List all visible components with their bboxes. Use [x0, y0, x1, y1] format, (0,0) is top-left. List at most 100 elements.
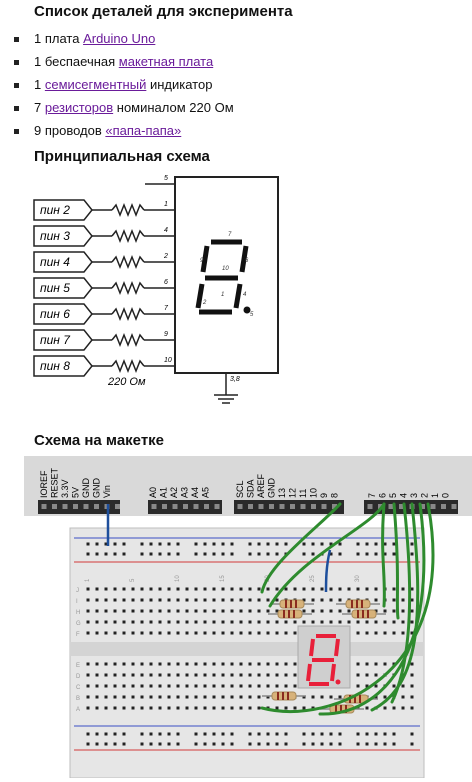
- hole: [383, 706, 387, 710]
- hole: [374, 598, 378, 602]
- digital-pin-label: GND: [267, 478, 277, 499]
- header-hole: [311, 504, 316, 509]
- hole: [158, 742, 162, 746]
- hole: [302, 598, 306, 602]
- hole: [149, 587, 153, 591]
- hole: [149, 742, 153, 746]
- seven-segment-link[interactable]: семисегментный: [44, 77, 147, 92]
- header-hole: [451, 504, 457, 509]
- hole: [95, 742, 99, 746]
- hole: [230, 706, 234, 710]
- pin-label: пин 7: [40, 333, 71, 347]
- hole: [410, 552, 414, 556]
- hole: [122, 598, 126, 602]
- resistor: [111, 202, 145, 218]
- hole: [383, 732, 387, 736]
- header-hole: [388, 504, 394, 509]
- header-hole: [332, 504, 337, 509]
- hole: [203, 732, 207, 736]
- hole: [176, 598, 180, 602]
- hole: [131, 662, 135, 666]
- hole: [392, 542, 396, 546]
- hole: [230, 662, 234, 666]
- hole: [248, 742, 252, 746]
- hole: [149, 706, 153, 710]
- hole: [293, 684, 297, 688]
- hole: [167, 695, 171, 699]
- hole: [203, 552, 207, 556]
- hole: [149, 542, 153, 546]
- hole: [392, 631, 396, 635]
- pin-label: пин 4: [40, 255, 70, 269]
- pin-number: 7: [164, 305, 169, 312]
- hole: [86, 552, 90, 556]
- hole: [257, 742, 261, 746]
- decimal-point: [243, 306, 251, 314]
- resistors-link[interactable]: резисторов: [44, 100, 114, 115]
- hole: [158, 706, 162, 710]
- hole: [122, 662, 126, 666]
- hole: [392, 706, 396, 710]
- hole: [149, 631, 153, 635]
- hole: [230, 598, 234, 602]
- list-item: 1 беспаечная макетная плата: [14, 51, 234, 74]
- hole: [356, 662, 360, 666]
- arduino-uno-link[interactable]: Arduino Uno: [83, 31, 156, 46]
- hole: [158, 609, 162, 613]
- hole: [203, 673, 207, 677]
- hole: [356, 542, 360, 546]
- hole: [113, 695, 117, 699]
- digital-pin-label: 11: [298, 489, 308, 498]
- hole: [230, 620, 234, 624]
- analog-pin-label: A5: [201, 487, 211, 498]
- hole: [203, 587, 207, 591]
- hole: [239, 620, 243, 624]
- column-number: 5: [130, 578, 136, 582]
- hole: [248, 684, 252, 688]
- hole: [212, 662, 216, 666]
- hole: [365, 706, 369, 710]
- hole: [392, 620, 396, 624]
- digital-pin-label: 5: [388, 493, 398, 498]
- row-letter: J: [76, 588, 79, 594]
- hole: [212, 706, 216, 710]
- hole: [392, 742, 396, 746]
- digital-pin-label: 9: [319, 493, 329, 498]
- column-number: 25: [310, 575, 316, 582]
- hole: [185, 631, 189, 635]
- display-decimal-point: [335, 679, 341, 685]
- header-hole: [258, 504, 264, 509]
- resistor: [111, 306, 145, 322]
- hole: [239, 609, 243, 613]
- hole: [104, 552, 108, 556]
- hole: [257, 631, 261, 635]
- wires-link[interactable]: «папа-папа»: [105, 123, 182, 138]
- hole: [86, 695, 90, 699]
- hole: [302, 695, 306, 699]
- hole: [185, 695, 189, 699]
- hole: [248, 673, 252, 677]
- hole: [365, 542, 369, 546]
- hole: [104, 631, 108, 635]
- header-hole: [248, 504, 253, 509]
- hole: [113, 662, 117, 666]
- hole: [266, 732, 270, 736]
- header-hole: [279, 504, 285, 509]
- header-hole: [399, 504, 404, 509]
- hole: [95, 732, 99, 736]
- hole: [194, 631, 198, 635]
- hole: [221, 631, 225, 635]
- power-pin-label: 3.3V: [60, 479, 70, 498]
- hole: [383, 631, 387, 635]
- hole: [95, 631, 99, 635]
- resistor-band: [287, 692, 289, 700]
- hole: [383, 609, 387, 613]
- resistor: [111, 280, 145, 296]
- hole: [212, 587, 216, 591]
- hole: [257, 587, 261, 591]
- hole: [176, 742, 180, 746]
- breadboard-link[interactable]: макетная плата: [118, 54, 214, 69]
- hole: [311, 542, 315, 546]
- hole: [356, 684, 360, 688]
- hole: [95, 609, 99, 613]
